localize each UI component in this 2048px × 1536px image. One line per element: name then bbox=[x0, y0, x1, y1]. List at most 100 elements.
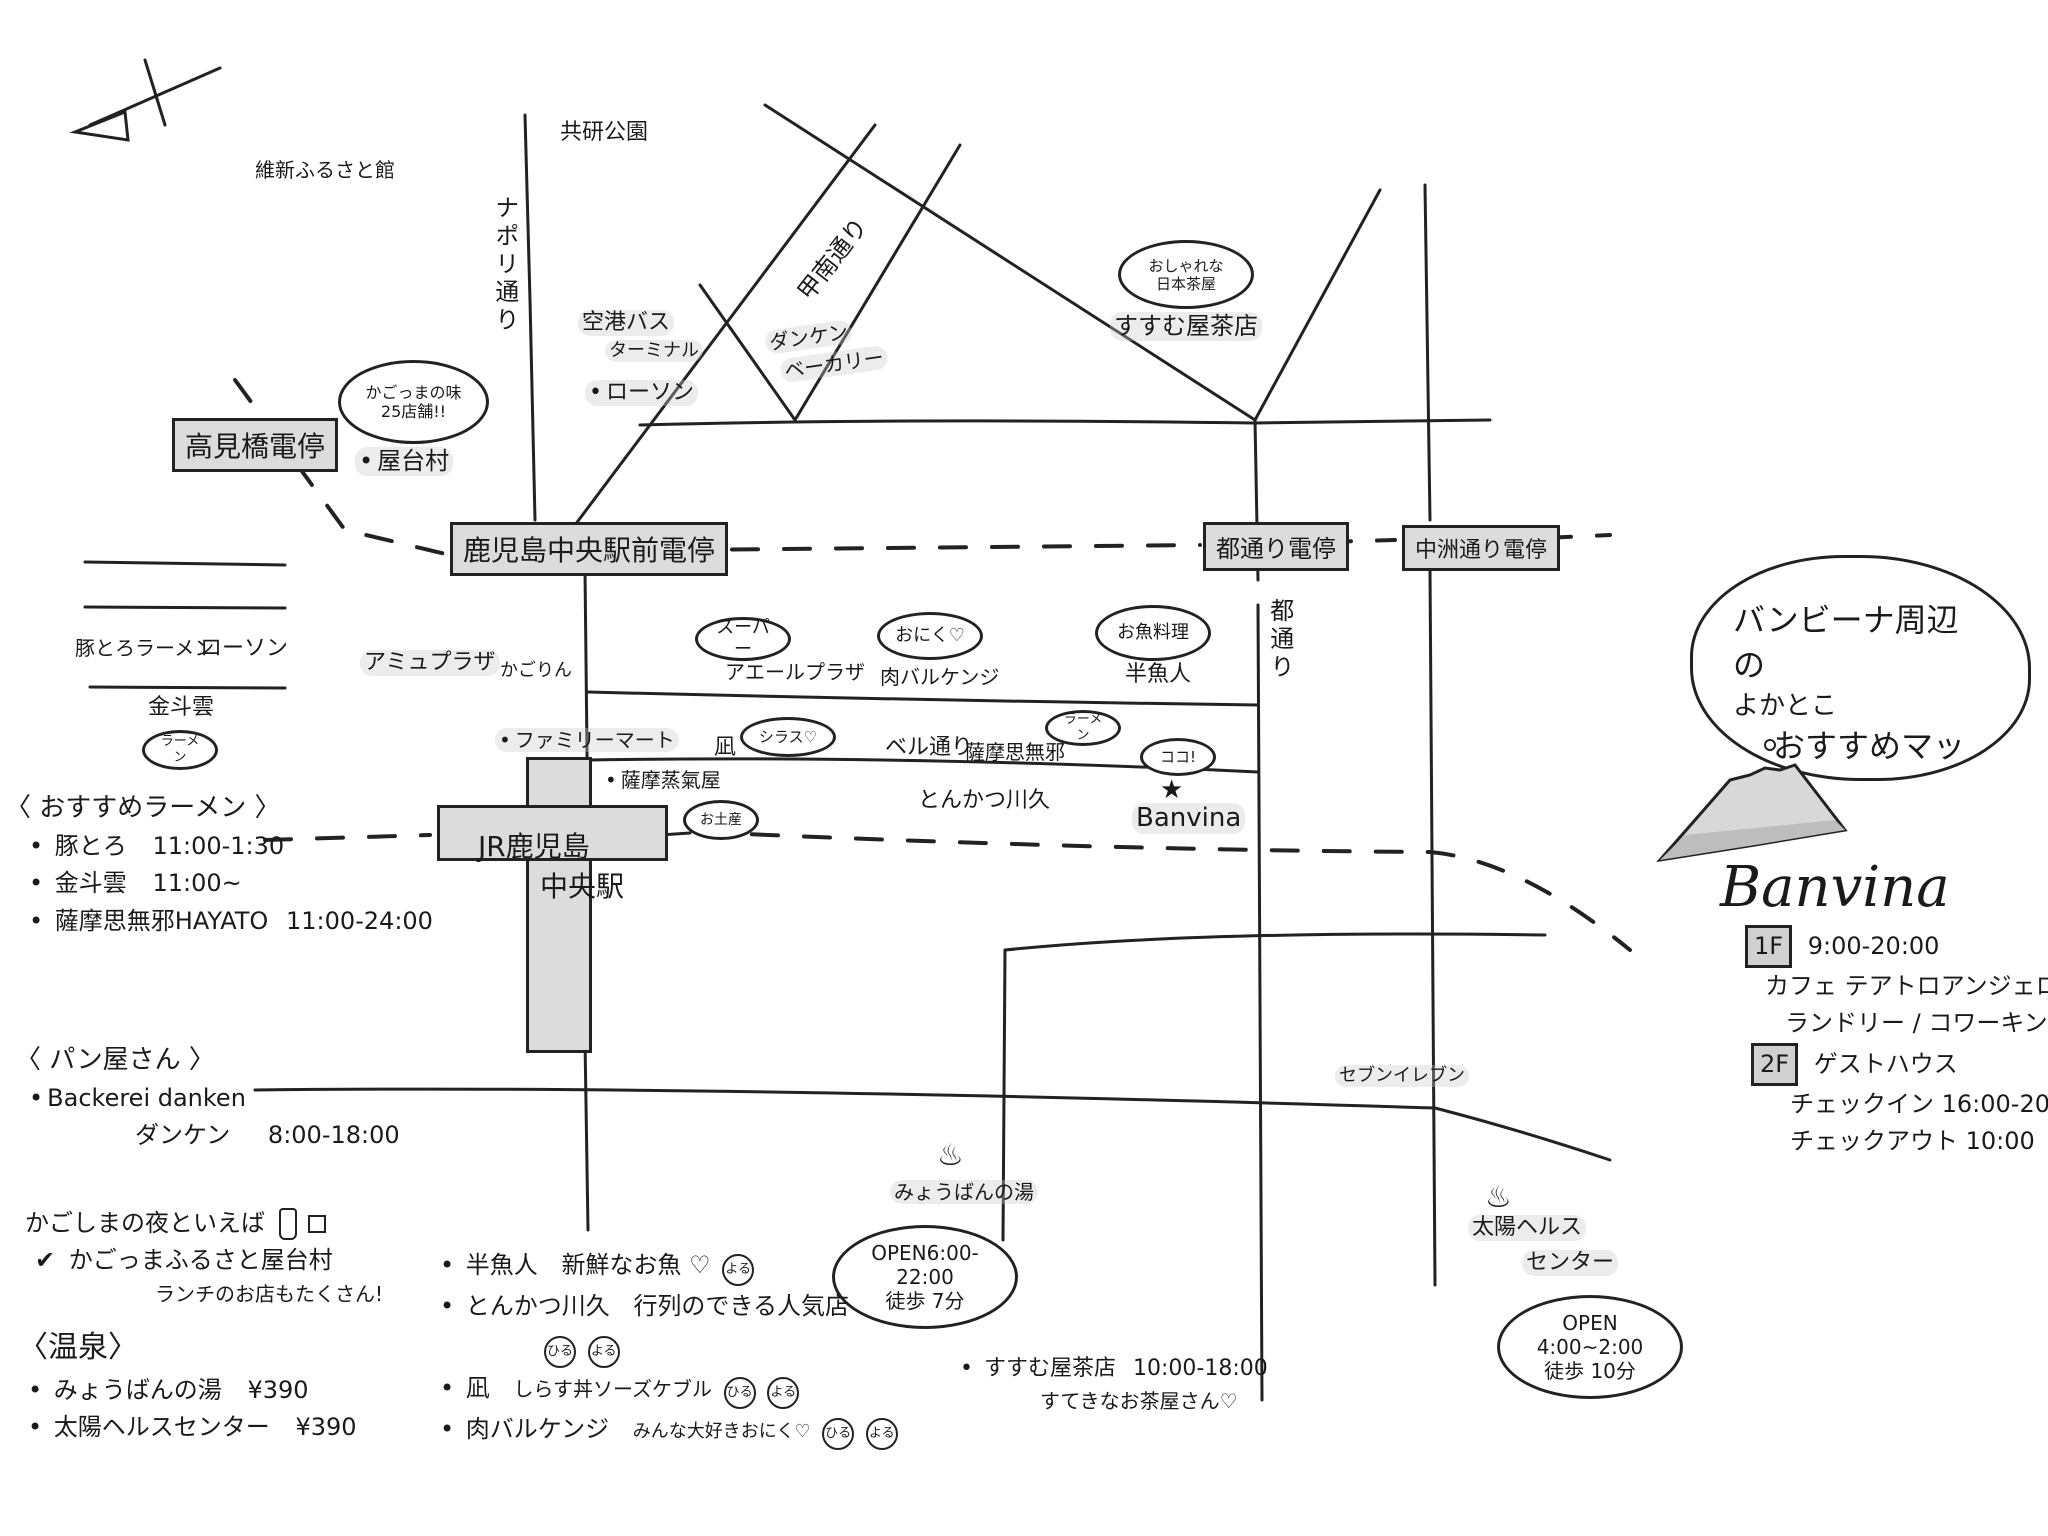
restaurant-name: 半魚人 bbox=[465, 1251, 538, 1279]
floor-2f-badge: 2F bbox=[1751, 1042, 1799, 1086]
place-myoban-no-yu[interactable]: みょうばんの湯 bbox=[890, 1180, 1038, 1204]
jr-station-shape-v bbox=[526, 757, 592, 1053]
place-ishin-museum[interactable]: 維新ふるさと館 bbox=[255, 158, 395, 182]
north-arrow-icon bbox=[69, 58, 222, 142]
place-nagi[interactable]: 凪 bbox=[714, 735, 737, 760]
banvina-info: 1F 9:00-20:00 カフェ テアトロアンジェロ ランドリー / コワーキ… bbox=[1745, 925, 2048, 1160]
tram-stop-chuo-ekimae[interactable]: 鹿児島中央駅前電停 bbox=[450, 522, 729, 576]
bubble-omiyage: お土産 bbox=[683, 800, 759, 840]
ramen-item: 豚とろ 11:00-1:30 bbox=[5, 828, 433, 865]
street-miyako: 都通り bbox=[1265, 598, 1294, 682]
floor-1f-line-1: カフェ テアトロアンジェロ bbox=[1765, 972, 2048, 1001]
night-header-row: かごしまの夜といえば bbox=[25, 1205, 383, 1242]
badge-night: よる bbox=[587, 1335, 620, 1368]
bubble-kintoun: ラーメン bbox=[142, 730, 218, 770]
road-left-3 bbox=[88, 685, 287, 690]
teahouse-section: すすむ屋茶店 10:00-18:00 すてきなお茶屋さん♡ bbox=[960, 1352, 1268, 1417]
road-diagonal-3 bbox=[763, 103, 1257, 422]
place-satsuma-jokiya[interactable]: 薩摩蒸氣屋 bbox=[605, 768, 721, 792]
onsen-icon-taiyo: ♨ bbox=[1485, 1180, 1512, 1215]
title-line-1: バンビーナ周辺の bbox=[1733, 601, 1959, 684]
floor-2f-line-1: チェックイン 16:00-20:00 bbox=[1790, 1089, 2048, 1118]
restaurant-item: とんかつ川久 行列のできる人気店 bbox=[440, 1286, 898, 1327]
ramen-item: 薩摩思無邪HAYATO 11:00-24:00 bbox=[5, 903, 433, 940]
place-amu-plaza[interactable]: アミュプラザ bbox=[360, 650, 500, 677]
check-icon: ✔ bbox=[35, 1246, 56, 1275]
title-cloud: バンビーナ周辺の よかとこ おすすめマップ bbox=[1690, 555, 2031, 810]
teahouse-row: すすむ屋茶店 10:00-18:00 bbox=[960, 1352, 1268, 1386]
night-section: かごしまの夜といえば ✔ かごっまふるさと屋台村 ランチのお店もたくさん! bbox=[25, 1205, 383, 1310]
place-aeru-plaza[interactable]: アエールプラザ bbox=[725, 660, 865, 684]
place-kyoken-park[interactable]: 共研公園 bbox=[560, 120, 649, 145]
ramen-name: 豚とろ bbox=[54, 832, 127, 861]
place-lawson-north[interactable]: ローソン bbox=[585, 380, 698, 407]
bakery-name: Backerei danken bbox=[15, 1080, 400, 1117]
place-airport-bus-2[interactable]: ターミナル bbox=[605, 340, 703, 362]
place-kagorin[interactable]: かごりん bbox=[500, 660, 572, 681]
tram-stop-miyako-dori[interactable]: 都通り電停 bbox=[1203, 522, 1349, 571]
road-horizontal-top bbox=[638, 418, 1492, 427]
place-taiyo-health-2[interactable]: センター bbox=[1522, 1250, 1619, 1277]
place-susumuya[interactable]: すすむ屋茶店 bbox=[1110, 312, 1262, 341]
road-diagonal-1 bbox=[698, 283, 797, 422]
restaurant-name: とんかつ川久 bbox=[465, 1292, 610, 1320]
ramen-name: 金斗雲 bbox=[54, 869, 127, 898]
bubble-osakana: お魚料理 bbox=[1095, 605, 1211, 661]
road-napori bbox=[523, 113, 537, 522]
place-hangyojin[interactable]: 半魚人 bbox=[1125, 662, 1192, 687]
bubble-taiyo-hours: OPEN 4:00~2:00 徒歩 10分 bbox=[1497, 1295, 1683, 1399]
badge-night: よる bbox=[767, 1376, 800, 1409]
floor-1f-hours: 9:00-20:00 bbox=[1807, 932, 1940, 960]
place-satsuma-gojuuro[interactable]: 薩摩思無邪 bbox=[965, 740, 1065, 764]
place-banvina-marker[interactable]: Banvina bbox=[1132, 803, 1246, 835]
bakery-detail: ダンケン 8:00-18:00 bbox=[15, 1117, 400, 1154]
onsen-price: ¥390 bbox=[247, 1375, 309, 1404]
place-butatoro[interactable]: 豚とろラーメン bbox=[75, 636, 215, 660]
badge-night: よる bbox=[865, 1417, 898, 1450]
shochu-bottle-icon bbox=[278, 1208, 297, 1240]
place-seven-eleven[interactable]: セブンイレブン bbox=[1335, 1065, 1469, 1087]
onsen-item: みょうばんの湯 ¥390 bbox=[18, 1372, 357, 1409]
bakery-hours: 8:00-18:00 bbox=[267, 1121, 400, 1150]
bubble-yataimura: かごっまの味 25店舗!! bbox=[338, 360, 489, 444]
place-lawson-west[interactable]: ローソン bbox=[200, 636, 289, 661]
floor-1f-line-2: ランドリー / コワーキング bbox=[1785, 1009, 2048, 1038]
night-item: かごっまふるさと屋台村 bbox=[68, 1246, 333, 1275]
tram-stop-takamibashi[interactable]: 高見橋電停 bbox=[172, 418, 339, 472]
road-left-2 bbox=[83, 605, 287, 610]
onsen-header: 〈温泉〉 bbox=[18, 1330, 138, 1365]
bakery-sub: ダンケン bbox=[135, 1121, 231, 1150]
restaurant-section: 半魚人 新鮮なお魚 ♡ よる とんかつ川久 行列のできる人気店 ひる よる 凪 … bbox=[440, 1245, 898, 1450]
jr-station-label-2: 中央駅 bbox=[540, 870, 625, 903]
tram-stop-nakasu-dori[interactable]: 中洲通り電停 bbox=[1402, 525, 1561, 571]
onsen-name: みょうばんの湯 bbox=[53, 1375, 222, 1404]
restaurant-desc: しらす丼ソーズケブル bbox=[513, 1376, 713, 1401]
place-airport-bus-1[interactable]: 空港バス bbox=[578, 310, 675, 337]
bakery-section: 〈 パン屋さん 〉 Backerei danken ダンケン 8:00-18:0… bbox=[15, 1040, 400, 1155]
place-kintoun[interactable]: 金斗雲 bbox=[148, 695, 215, 720]
night-item-row: ✔ かごっまふるさと屋台村 bbox=[25, 1242, 383, 1279]
ramen-header: 〈 おすすめラーメン 〉 bbox=[5, 793, 281, 823]
place-taiyo-health-1[interactable]: 太陽ヘルス bbox=[1468, 1215, 1587, 1242]
restaurant-badges: ひる よる bbox=[440, 1327, 898, 1368]
place-tonkatsu-kawakyu[interactable]: とんかつ川久 bbox=[918, 788, 1051, 813]
bakery-header: 〈 パン屋さん 〉 bbox=[15, 1045, 215, 1075]
road-diagonal-4 bbox=[1253, 188, 1382, 422]
heart-icon: ♡ bbox=[689, 1251, 711, 1279]
place-nikubar-kenji[interactable]: 肉バルケンジ bbox=[880, 665, 1000, 689]
bubble-susumuya: おしゃれな 日本茶屋 bbox=[1118, 240, 1254, 309]
bubble-super: スーパー bbox=[695, 617, 791, 661]
onsen-item: 太陽ヘルスセンター ¥390 bbox=[18, 1409, 357, 1446]
night-header: かごしまの夜といえば bbox=[25, 1209, 265, 1237]
restaurant-name: 凪 bbox=[465, 1373, 490, 1402]
restaurant-item: 半魚人 新鮮なお魚 ♡ よる bbox=[440, 1245, 898, 1286]
road-nakasu-dori bbox=[1423, 183, 1437, 1287]
place-familymart[interactable]: ファミリーマート bbox=[495, 728, 679, 752]
place-yataimura[interactable]: 屋台村 bbox=[355, 447, 454, 476]
floor-1f-badge: 1F bbox=[1745, 925, 1793, 969]
floor-2f-guesthouse: ゲストハウス bbox=[1813, 1049, 1958, 1078]
ramen-hours: 11:00-24:00 bbox=[285, 906, 433, 935]
floor-2f-line-2: チェックアウト 10:00 bbox=[1790, 1126, 2035, 1155]
floor-2f-row: 2F ゲストハウス bbox=[1745, 1042, 2048, 1086]
ramen-hours: 11:00-1:30 bbox=[152, 832, 285, 861]
